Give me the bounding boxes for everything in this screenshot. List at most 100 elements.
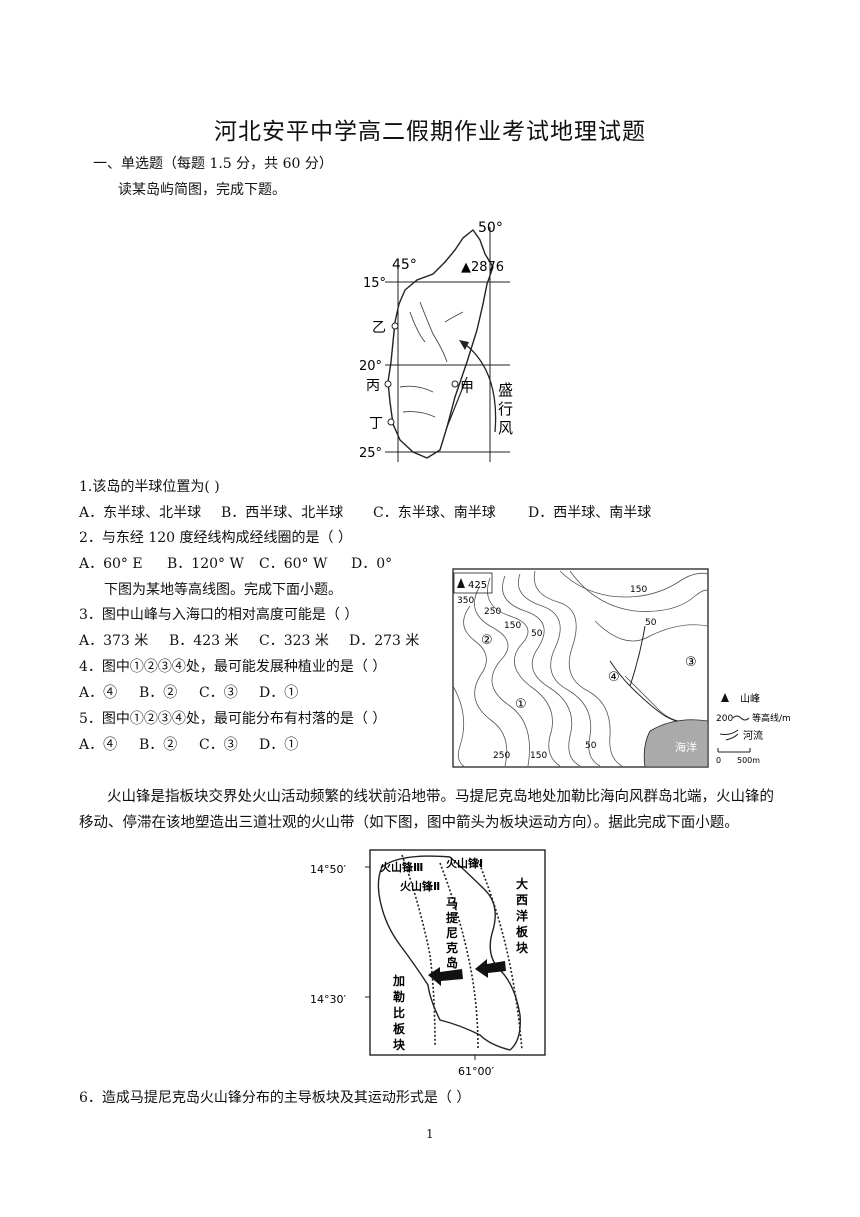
caribbean-label-3: 比 <box>393 1005 405 1020</box>
q1-option-d: D．西半球、南半球 <box>528 505 652 521</box>
q1-option-c: C．东半球、南半球 <box>373 505 496 521</box>
label-ding: 丁 <box>369 416 383 432</box>
atlantic-label-5: 块 <box>516 940 529 955</box>
point-4: ④ <box>608 670 620 685</box>
q1-option-b: B．西半球、北半球 <box>221 505 344 521</box>
q2-option-d: D．0° <box>351 556 393 572</box>
legend-peak-label: 山峰 <box>740 693 760 705</box>
contour-label-50b: 50 <box>645 618 657 628</box>
plate-arrow-west <box>428 967 463 986</box>
settlement-ding <box>387 418 395 426</box>
island-label-1: 马 <box>446 896 458 910</box>
atlantic-label-1: 大 <box>516 876 528 891</box>
island-label-5: 岛 <box>446 955 458 970</box>
question-2: 2．与东经 120 度经线构成经线圈的是（ ） <box>79 530 352 546</box>
legend-peak-icon <box>721 693 729 702</box>
q4-option-b: B．② <box>139 685 178 701</box>
lat-label-25: 25° <box>359 446 382 461</box>
contour-label-150a: 150 <box>504 621 521 631</box>
label-jia: 甲 <box>460 380 474 396</box>
lat-label-1450: 14°50′ <box>310 863 346 876</box>
wind-label-3: 风 <box>498 419 513 437</box>
lat-label-20: 20° <box>359 359 382 374</box>
q3-option-a: A．373 米 <box>79 633 149 649</box>
scale-start: 0 <box>716 756 721 765</box>
contour-label-350: 350 <box>457 596 474 606</box>
question-4-options: A．④ B．② C．③ D．① <box>79 682 298 702</box>
atlantic-label-3: 洋 <box>516 908 528 923</box>
question-4: 4．图中①②③④处，最可能发展种植业的是（ ） <box>79 659 387 675</box>
lon-label-east: 50° <box>478 220 503 236</box>
scale-end: 500m <box>737 756 760 765</box>
lat-label-1430: 14°30′ <box>310 993 346 1006</box>
question-5-options: A．④ B．② C．③ D．① <box>79 734 298 754</box>
q2-option-b: B．120° W <box>167 556 244 572</box>
contour-label-250b: 250 <box>493 751 510 761</box>
legend-river-icon <box>719 729 739 741</box>
point-2: ② <box>481 633 493 648</box>
volcanic-front-1-label: 火山锋Ⅰ <box>446 856 483 870</box>
point-3: ③ <box>685 655 697 670</box>
legend-contour-label: 等高线/m <box>752 712 791 724</box>
question-1-options: A．东半球、北半球 B．西半球、北半球 C．东半球、南半球 D．西半球、南半球 <box>79 502 651 522</box>
intro-text-2: 下图为某地等高线图。完成下面小题。 <box>104 582 342 598</box>
peak-elevation: 425 <box>468 580 487 591</box>
q3-option-c: C．323 米 <box>259 633 329 649</box>
island-label-4: 克 <box>446 940 458 955</box>
question-3-options: A．373 米 B．423 米 C．323 米 D．273 米 <box>79 630 419 650</box>
wind-label-2: 行 <box>498 400 513 418</box>
contour-label-250a: 250 <box>484 607 501 617</box>
q5-option-b: B．② <box>139 737 178 753</box>
caribbean-label-1: 加 <box>392 973 405 988</box>
volcanic-front-paragraph: 火山锋是指板块交界处火山活动频繁的线状前沿地带。马提尼克岛地处加勒比海向风群岛北… <box>79 789 774 831</box>
q2-option-c: C．60° W <box>259 556 328 572</box>
contour-label-50c: 50 <box>585 741 597 751</box>
caribbean-label-2: 勒 <box>393 989 405 1004</box>
contour-label-150b: 150 <box>630 585 647 595</box>
caribbean-label-5: 块 <box>393 1037 406 1052</box>
q4-option-d: D．① <box>259 685 299 701</box>
q5-option-a: A．④ <box>79 737 118 753</box>
q3-option-b: B．423 米 <box>169 633 239 649</box>
atlantic-label-2: 西 <box>516 893 528 907</box>
question-1: 1.该岛的半球位置为( ) <box>79 479 220 495</box>
settlement-bing <box>384 380 392 388</box>
volcanic-front-3-label: 火山锋Ⅲ <box>380 860 423 874</box>
intro-text-1: 读某岛屿简图，完成下题。 <box>118 182 286 198</box>
caribbean-label-4: 板 <box>393 1021 406 1036</box>
island-label-2: 提 <box>446 910 459 925</box>
label-yi: 乙 <box>372 320 386 336</box>
contour-label-50a: 50 <box>531 629 543 639</box>
lon-label-6100: 61°00′ <box>458 1065 494 1078</box>
q5-option-c: C．③ <box>199 737 238 753</box>
settlement-jia <box>451 380 459 388</box>
peak-label: ▲2876 <box>461 260 504 275</box>
label-bing: 丙 <box>366 378 380 394</box>
question-5: 5．图中①②③④处，最可能分布有村落的是（ ） <box>79 711 387 727</box>
q4-option-c: C．③ <box>199 685 238 701</box>
sea-label: 海洋 <box>675 740 697 754</box>
q5-option-d: D．① <box>259 737 299 753</box>
lat-label-15: 15° <box>363 276 386 291</box>
martinique-map: 14°50′ 14°30′ 61°00′ 火山锋Ⅲ 火山锋Ⅰ 火山锋Ⅱ 马 提 … <box>310 849 546 1078</box>
section-heading: 一、单选题（每题 1.5 分，共 60 分） <box>93 156 333 172</box>
settlement-yi <box>391 322 399 330</box>
lon-label-west: 45° <box>392 257 417 273</box>
question-3: 3．图中山峰与入海口的相对高度可能是（ ） <box>79 607 359 623</box>
legend-river-label: 河流 <box>743 729 763 742</box>
wind-label-1: 盛 <box>498 381 513 399</box>
island-map: 50° 45° 15° 20° 25° ▲2876 乙 丙 丁 甲 盛 行 风 <box>359 220 513 462</box>
contour-label-150c: 150 <box>530 751 547 761</box>
legend-contour-icon <box>732 715 750 721</box>
point-1: ① <box>515 697 527 712</box>
q1-option-a: A．东半球、北半球 <box>79 505 202 521</box>
island-label-3: 尼 <box>446 926 458 940</box>
legend-contour-value: 200 <box>716 714 733 724</box>
atlantic-label-4: 板 <box>516 924 529 939</box>
page-number: 1 <box>426 1127 434 1141</box>
plate-arrow-east <box>475 959 506 978</box>
contour-map: 425 350 250 150 50 150 50 250 150 50 ① ②… <box>452 568 791 768</box>
q4-option-a: A．④ <box>79 685 118 701</box>
q3-option-d: D．273 米 <box>349 633 420 649</box>
